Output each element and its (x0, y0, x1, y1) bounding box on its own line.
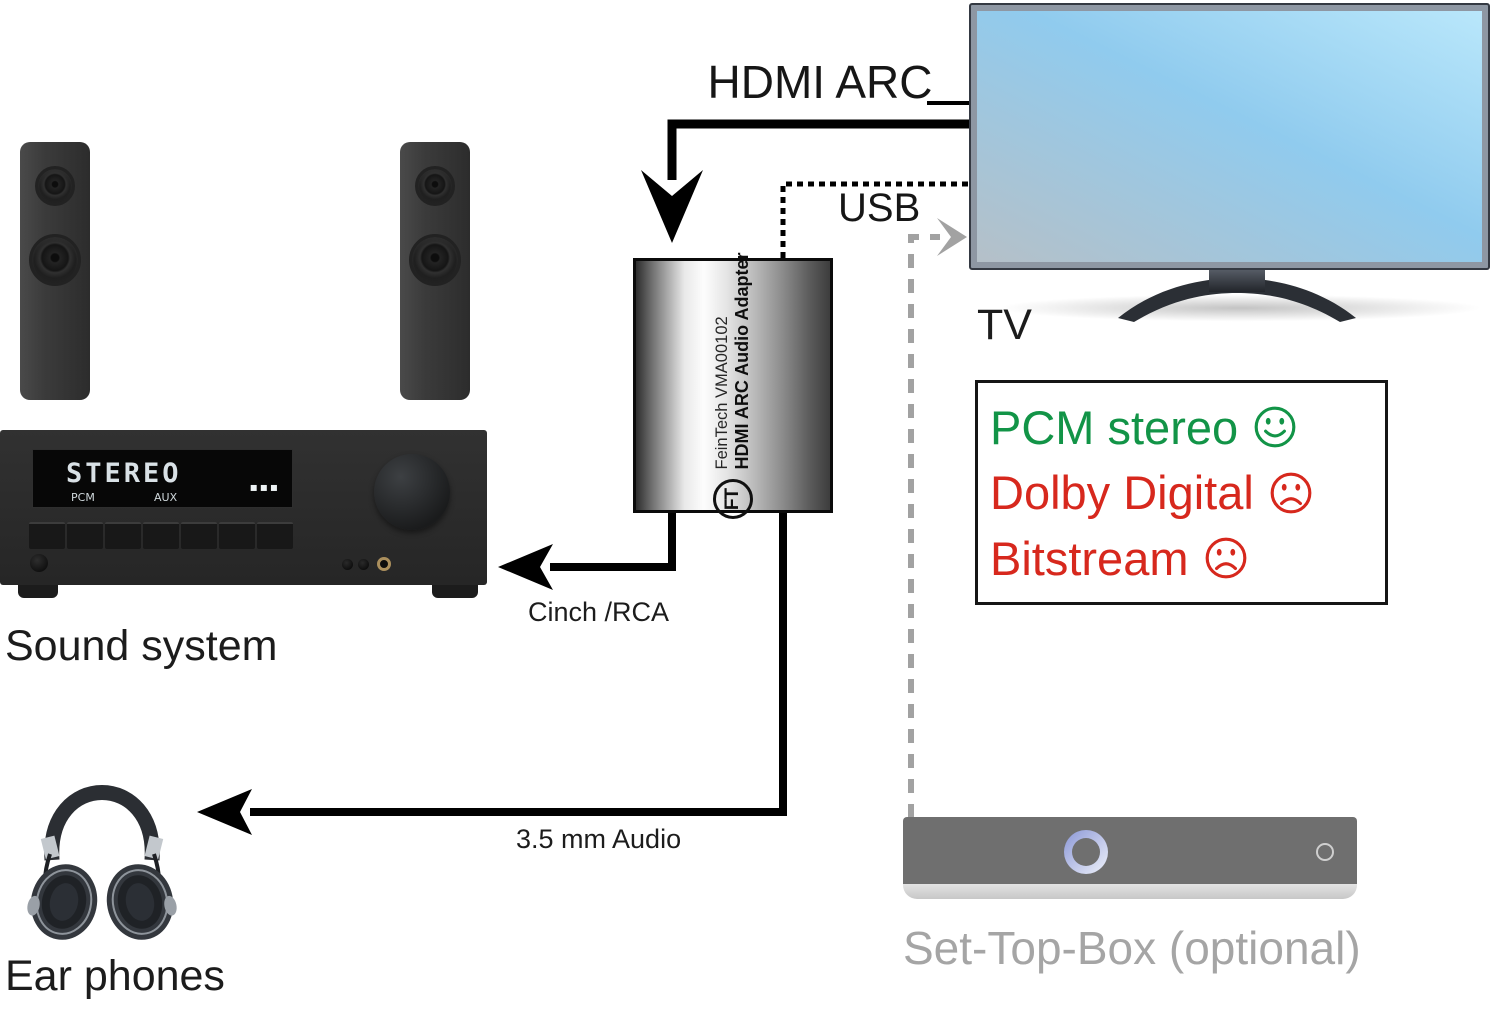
sound-system-label: Sound system (5, 622, 278, 670)
happy-face-icon (1254, 406, 1296, 448)
sound-system: STEREO PCM AUX ▪▪▪ (0, 430, 487, 598)
receiver-display: STEREO PCM AUX ▪▪▪ (32, 449, 293, 508)
arrow-left-icon (498, 544, 553, 590)
set-top-box-base (903, 884, 1357, 899)
display-mode-text: STEREO (66, 458, 182, 489)
set-top-box-cable (908, 218, 967, 818)
tv-stand (1118, 278, 1356, 322)
arrow-right-icon (937, 218, 967, 256)
set-top-box-label: Set-Top-Box (optional) (903, 922, 1361, 974)
feintech-logo-icon: FT (713, 478, 753, 519)
hdmi-arc-label: HDMI ARC (707, 56, 933, 108)
power-ring-icon (1064, 830, 1108, 874)
cinch-rca-label: Cinch /RCA (528, 597, 670, 627)
cinch-cable (498, 511, 676, 590)
display-source-text: AUX (154, 491, 178, 504)
display-dots: ▪▪▪ (249, 480, 280, 494)
power-button (30, 554, 48, 572)
speaker-tweeter (415, 166, 455, 206)
ear-phones-label: Ear phones (5, 952, 225, 1000)
tv-screen (977, 11, 1482, 262)
volume-knob (374, 454, 450, 530)
arrow-left-icon (197, 789, 252, 835)
status-led-icon (1316, 843, 1334, 861)
receiver-mini-button (342, 559, 353, 570)
format-label: Bitstream (990, 531, 1189, 585)
format-label: Dolby Digital (990, 466, 1254, 519)
format-row-pcm: PCM stereo (990, 404, 1385, 451)
format-label: PCM stereo (990, 400, 1239, 454)
speaker-right (400, 142, 470, 400)
format-row-bitstream: Bitstream (990, 535, 1385, 582)
audio-3-5mm-label: 3.5 mm Audio (516, 824, 682, 854)
audio-format-infobox: PCM stereo Dolby Digital Bitstream (975, 380, 1388, 605)
speaker-woofer (409, 234, 461, 286)
receiver-foot (432, 585, 478, 598)
ear-cup-right (106, 864, 177, 940)
receiver-button-row (29, 522, 293, 549)
speaker-left (20, 142, 90, 400)
headphone-jack (377, 557, 391, 571)
display-input-text: PCM (71, 491, 95, 504)
ear-cup-left (27, 864, 98, 940)
adapter-print: FT FeinTech VMA00102 HDMI ARC Audio Adap… (713, 252, 753, 519)
speaker-woofer (29, 234, 81, 286)
ear-phones (27, 785, 177, 940)
sad-face-icon (1205, 537, 1246, 579)
tv (969, 3, 1490, 270)
hdmi-arc-audio-adapter: FT FeinTech VMA00102 HDMI ARC Audio Adap… (633, 252, 833, 519)
adapter-model-text: FeinTech VMA00102 (713, 315, 731, 469)
adapter-product-text: HDMI ARC Audio Adapter (732, 252, 752, 469)
format-row-dolby: Dolby Digital (990, 469, 1385, 516)
arrow-down-icon (641, 170, 703, 243)
sad-face-icon (1270, 472, 1312, 513)
speaker-tweeter (35, 166, 75, 206)
tv-stand-neck (1209, 268, 1265, 292)
tv-shadow (990, 294, 1490, 322)
receiver-foot (18, 585, 58, 598)
set-top-box (903, 817, 1357, 884)
receiver-mini-button (358, 559, 369, 570)
usb-label: USB (838, 186, 921, 230)
tv-label: TV (977, 301, 1032, 349)
